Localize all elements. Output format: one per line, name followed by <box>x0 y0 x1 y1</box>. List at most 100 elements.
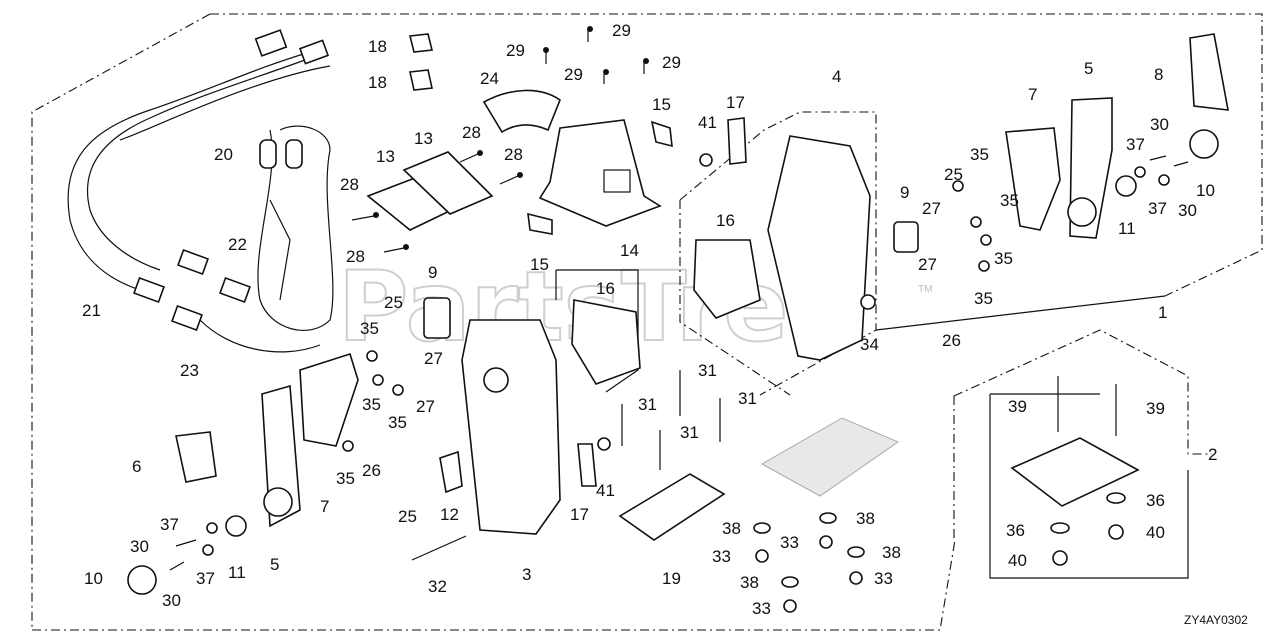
plate-16b-icon <box>571 299 641 385</box>
callout-19: 19 <box>662 569 681 588</box>
cover-6-icon <box>175 431 217 483</box>
clip-18-group <box>409 33 433 91</box>
callout-16a: 16 <box>596 279 615 298</box>
callout-30d: 30 <box>1178 201 1197 220</box>
callout-29d: 29 <box>662 53 681 72</box>
callout-20: 20 <box>214 145 233 164</box>
small-hardware <box>342 155 1189 613</box>
nut-41-icon <box>699 153 713 167</box>
watermark-trademark: TM <box>918 284 932 295</box>
arm-5b-hub <box>1067 197 1097 227</box>
washer-35a-icon <box>366 350 378 362</box>
harness-group <box>67 29 334 353</box>
washer-37c-icon <box>1134 166 1146 178</box>
bolts-31-39 <box>621 370 1117 470</box>
nut-33d-icon <box>783 599 797 613</box>
callout-15a: 15 <box>652 95 671 114</box>
callout-40b: 40 <box>1008 551 1027 570</box>
callout-37a: 37 <box>160 515 179 534</box>
callout-30a: 30 <box>130 537 149 556</box>
callout-11a: 11 <box>228 563 246 582</box>
screws-28-29 <box>351 26 649 253</box>
callout-7b: 7 <box>1028 85 1037 104</box>
nut-40a-icon <box>1108 524 1124 540</box>
clip-15b-icon <box>527 212 553 235</box>
callout-7a: 7 <box>320 497 329 516</box>
callout-25a: 25 <box>384 293 403 312</box>
grommet-9b-icon <box>893 221 919 253</box>
nut-41b-icon <box>597 437 611 451</box>
bracket-13-group <box>366 151 494 231</box>
callout-33a: 33 <box>712 547 731 566</box>
callout-30b: 30 <box>162 591 181 610</box>
callout-35c: 35 <box>388 413 407 432</box>
callouts: 1 2 3 4 5 5 6 7 7 8 9 9 10 10 11 11 12 1… <box>82 21 1217 618</box>
callout-31a: 31 <box>698 361 717 380</box>
callout-31d: 31 <box>680 423 699 442</box>
callout-9a: 9 <box>428 263 437 282</box>
callout-41a: 41 <box>698 113 717 132</box>
callout-24: 24 <box>480 69 499 88</box>
clip-18a-icon <box>409 33 433 53</box>
cover-24-icon <box>482 89 561 134</box>
callout-13a: 13 <box>376 147 395 166</box>
callout-29b: 29 <box>612 21 631 40</box>
callout-35e: 35 <box>970 145 989 164</box>
callout-26a: 26 <box>362 461 381 480</box>
callout-33d: 33 <box>752 599 771 618</box>
shaft-3-icon <box>483 367 509 393</box>
callout-37d: 37 <box>1148 199 1167 218</box>
washer-36b-icon <box>1050 522 1070 534</box>
washer-35f-icon <box>970 216 982 228</box>
callout-4: 4 <box>832 67 841 86</box>
washer-35h-icon <box>978 260 990 272</box>
housing-3-icon <box>461 319 561 535</box>
callout-8: 8 <box>1154 65 1163 84</box>
callout-38d: 38 <box>740 573 759 592</box>
drawing-code: ZY4AY0302 <box>1184 613 1248 627</box>
bolt-32-icon <box>411 535 467 561</box>
callout-25b: 25 <box>398 507 417 526</box>
callout-27b: 27 <box>416 397 435 416</box>
assembly-outlines <box>31 13 1263 631</box>
bracket-13b-icon <box>402 151 494 215</box>
callout-28b: 28 <box>504 145 523 164</box>
callout-39b: 39 <box>1146 399 1165 418</box>
nut-33c-icon <box>849 571 863 585</box>
gasket-19-icon <box>618 473 726 541</box>
handle-8-icon <box>1189 33 1229 111</box>
callout-30c: 30 <box>1150 115 1169 134</box>
washer-38b-icon <box>819 512 837 524</box>
connector-21-icon <box>133 277 165 303</box>
grommet-9a-icon <box>423 297 451 339</box>
nut-33b-icon <box>819 535 833 549</box>
callout-35f: 35 <box>1000 191 1019 210</box>
callout-39a: 39 <box>1008 397 1027 416</box>
callout-28a: 28 <box>462 123 481 142</box>
callout-21: 21 <box>82 301 101 320</box>
washer-36a-icon <box>1106 492 1126 504</box>
callout-37b: 37 <box>196 569 215 588</box>
callout-38a: 38 <box>722 519 741 538</box>
callout-28c: 28 <box>340 175 359 194</box>
connector-20b-icon <box>298 39 330 65</box>
callout-18b: 18 <box>368 73 387 92</box>
clip-15a-icon <box>650 120 673 148</box>
callout-31c: 31 <box>738 389 757 408</box>
cover-14-window <box>603 169 631 193</box>
washer-35c-icon <box>392 384 404 396</box>
callout-35a: 35 <box>360 319 379 338</box>
callout-17a: 17 <box>726 93 745 112</box>
boot-20b-icon <box>285 139 303 169</box>
callout-10b: 10 <box>1196 181 1215 200</box>
callout-35h: 35 <box>974 289 993 308</box>
washer-35b-icon <box>372 374 384 386</box>
callout-34: 34 <box>860 335 879 354</box>
callout-41b: 41 <box>596 481 615 500</box>
callout-27a: 27 <box>424 349 443 368</box>
connector-23-icon <box>171 305 203 331</box>
washer-38d-icon <box>781 576 799 588</box>
callout-38c: 38 <box>882 543 901 562</box>
cover-7a-icon <box>299 352 359 447</box>
